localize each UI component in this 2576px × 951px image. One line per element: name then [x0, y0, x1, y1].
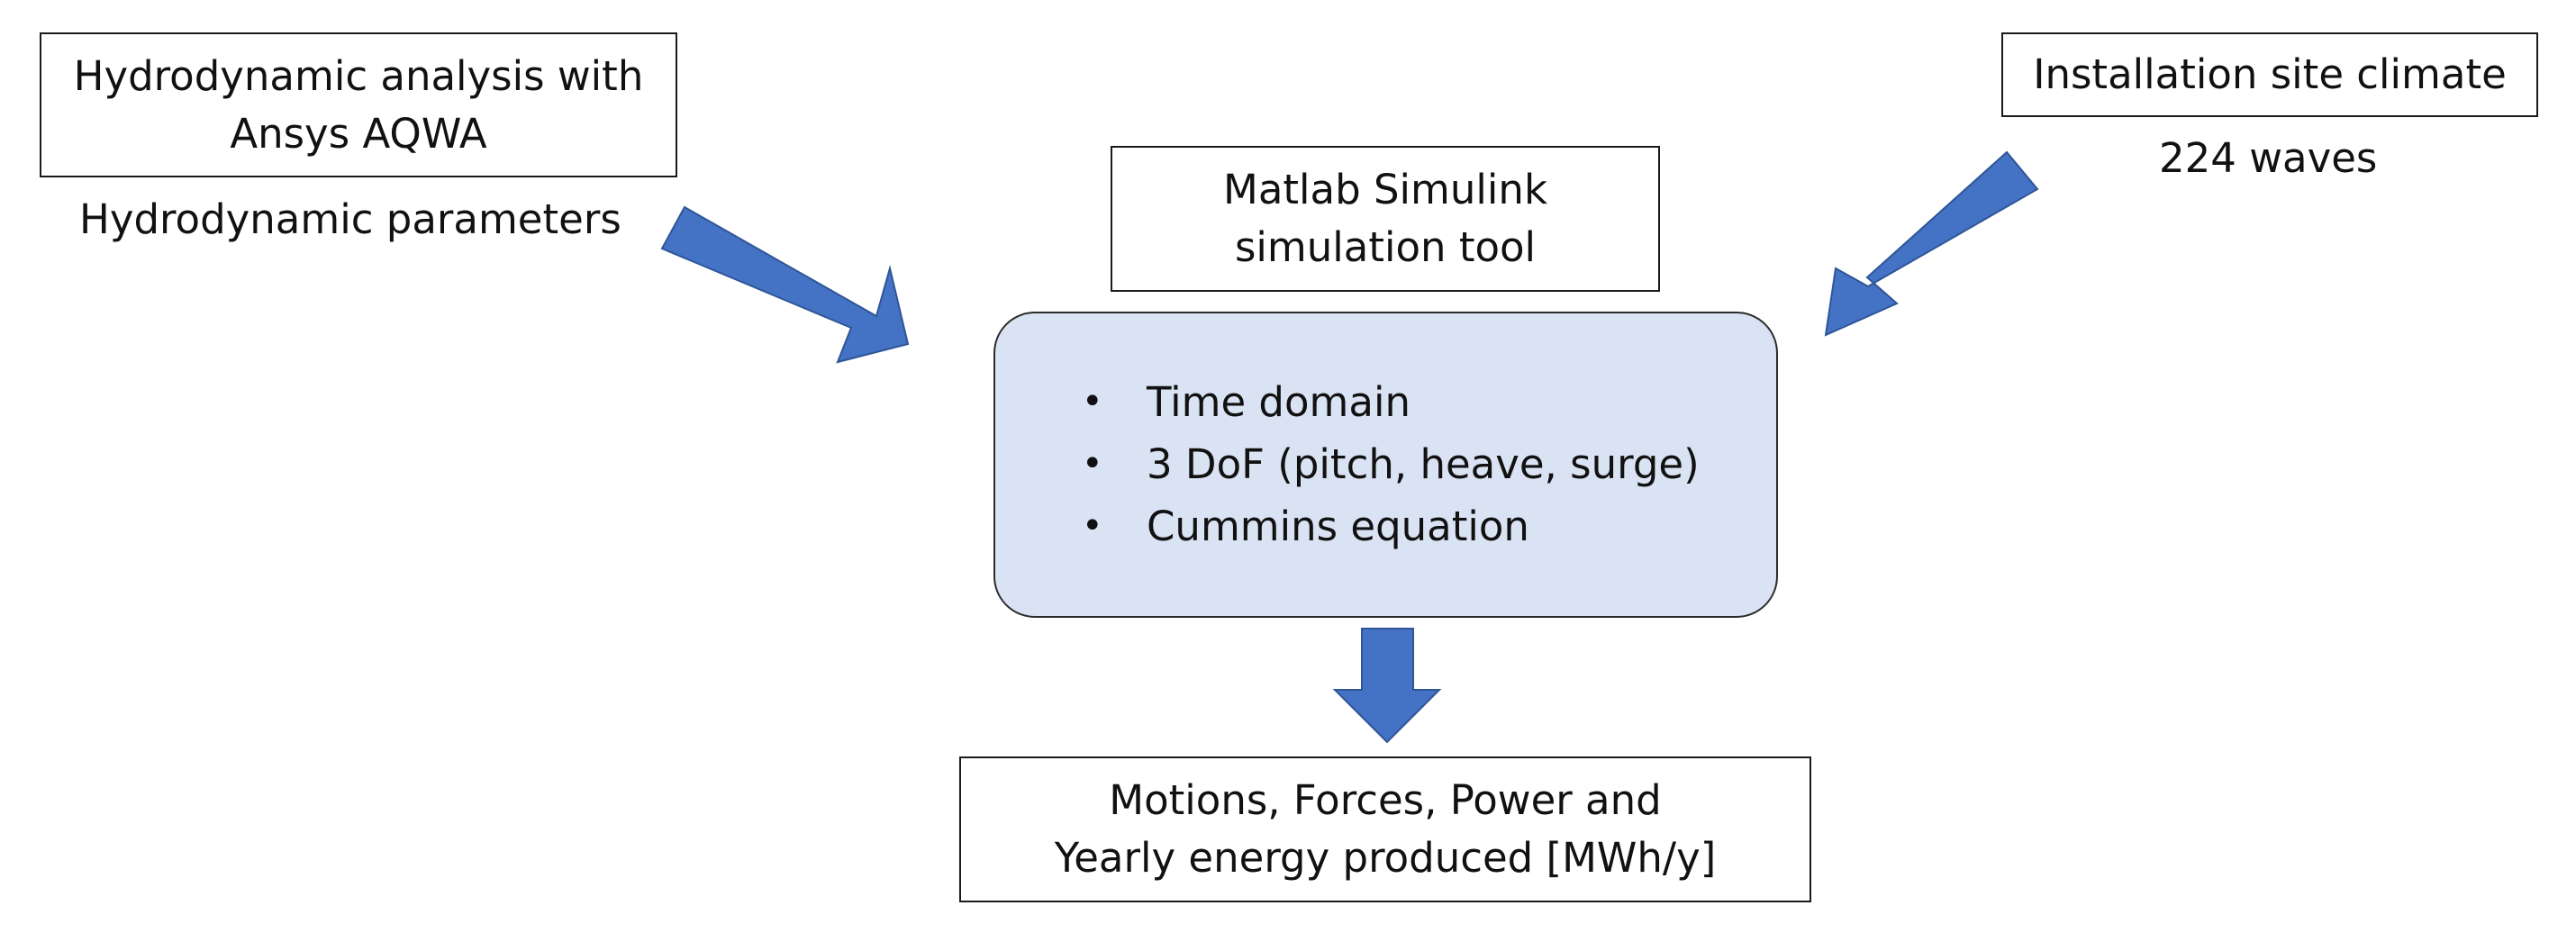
hydrodynamic-parameters-label: Hydrodynamic parameters	[79, 195, 621, 243]
results-box: Motions, Forces, Power and Yearly energy…	[959, 756, 1811, 902]
hydrodynamic-analysis-line2: Ansys AQWA	[230, 109, 487, 158]
feature-item: • Cummins equation	[1082, 495, 1700, 557]
feature-item-label: Cummins equation	[1147, 503, 1529, 550]
simulation-tool-line2: simulation tool	[1234, 223, 1537, 271]
arrow-climate-to-sim	[1824, 150, 2039, 337]
results-line2: Yearly energy produced [MWh/y]	[1054, 834, 1717, 882]
feature-item-label: 3 DoF (pitch, heave, surge)	[1147, 440, 1700, 488]
site-climate-box: Installation site climate	[2001, 32, 2538, 117]
site-climate-title: Installation site climate	[2033, 50, 2507, 98]
hydrodynamic-analysis-line1: Hydrodynamic analysis with	[73, 51, 644, 100]
feature-item: • 3 DoF (pitch, heave, surge)	[1082, 433, 1700, 495]
arrow-hydro-to-sim	[660, 205, 910, 364]
bullet-icon: •	[1082, 381, 1103, 422]
feature-item: • Time domain	[1082, 371, 1700, 433]
waves-count-label: 224 waves	[2159, 134, 2378, 182]
bullet-icon: •	[1082, 505, 1103, 547]
feature-item-label: Time domain	[1147, 378, 1410, 426]
simulation-tool-box: Matlab Simulink simulation tool	[1111, 146, 1660, 292]
simulation-features-box: • Time domain • 3 DoF (pitch, heave, sur…	[993, 312, 1778, 618]
simulation-tool-line1: Matlab Simulink	[1223, 166, 1547, 213]
simulation-features-list: • Time domain • 3 DoF (pitch, heave, sur…	[1082, 371, 1700, 557]
bullet-icon: •	[1082, 443, 1103, 485]
results-line1: Motions, Forces, Power and	[1109, 776, 1662, 824]
hydrodynamic-analysis-box: Hydrodynamic analysis with Ansys AQWA	[40, 32, 677, 177]
arrow-sim-to-results	[1332, 628, 1442, 744]
